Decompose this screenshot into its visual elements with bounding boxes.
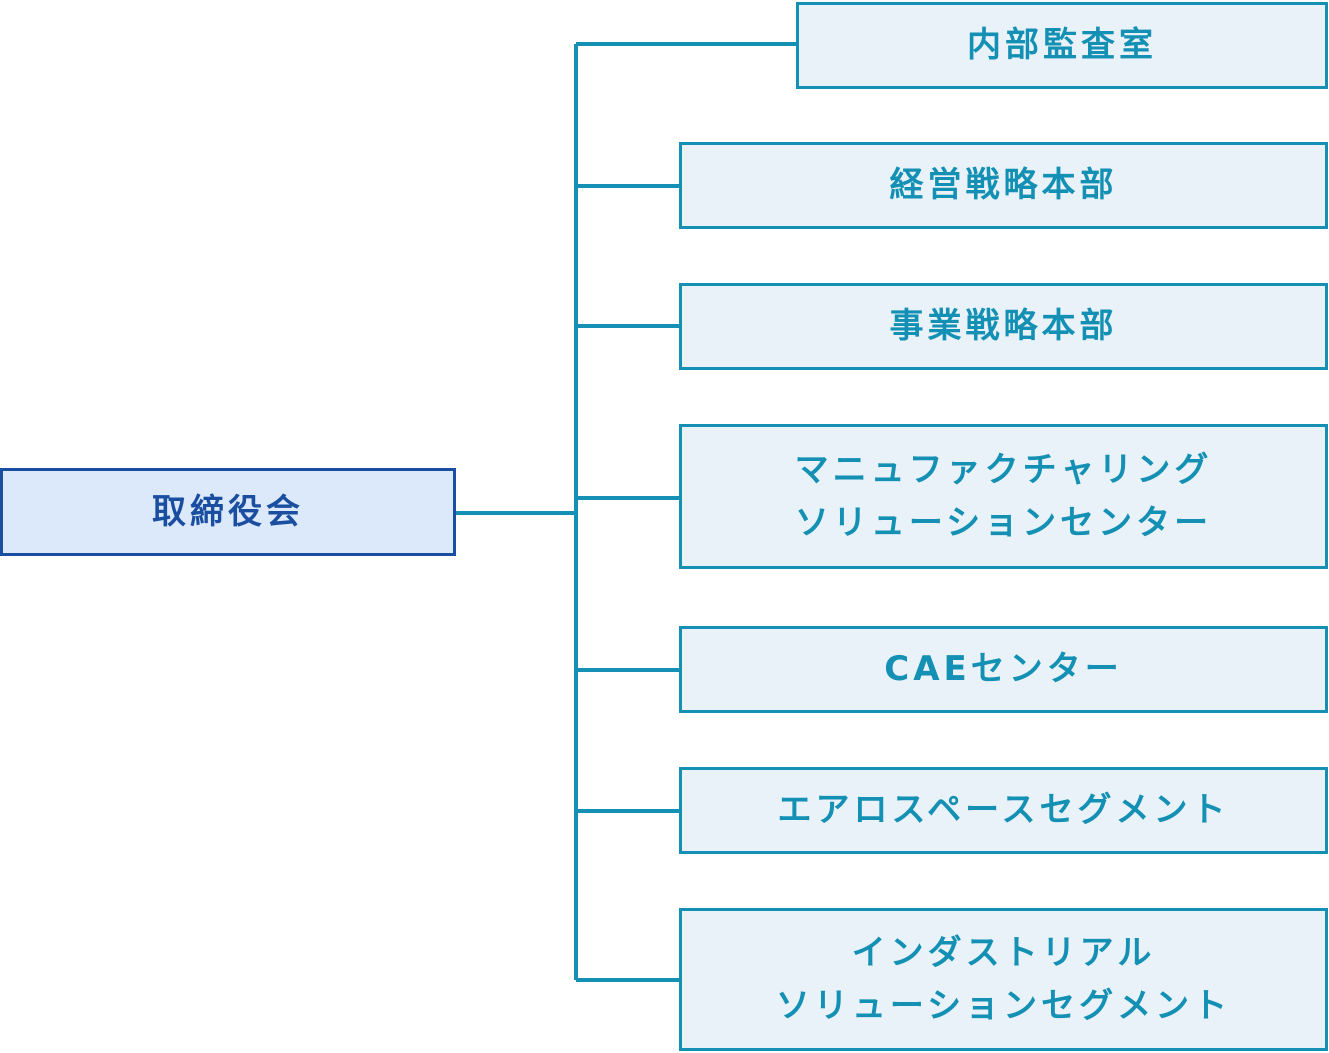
- industrial-solution-segment-label-line2: ソリューションセグメント: [775, 985, 1232, 1026]
- business-strategy-label: 事業戦略本部: [889, 306, 1118, 347]
- internal-audit-box: 内部監査室: [796, 2, 1328, 89]
- business-strategy-box: 事業戦略本部: [679, 283, 1328, 370]
- board-of-directors-label: 取締役会: [152, 491, 304, 532]
- aerospace-segment-label: エアロスペースセグメント: [777, 790, 1230, 831]
- board-of-directors-box: 取締役会: [0, 468, 456, 556]
- cae-center-label: CAEセンター: [884, 649, 1123, 690]
- manufacturing-solution-center-label-line2: ソリューションセンター: [794, 502, 1213, 543]
- industrial-solution-segment-box: インダストリアル ソリューションセグメント: [679, 908, 1328, 1051]
- cae-center-box: CAEセンター: [679, 626, 1328, 713]
- industrial-solution-segment-label-line1: インダストリアル: [851, 932, 1156, 973]
- internal-audit-label: 内部監査室: [967, 25, 1157, 66]
- management-strategy-label: 経営戦略本部: [889, 165, 1118, 206]
- aerospace-segment-box: エアロスペースセグメント: [679, 767, 1328, 854]
- management-strategy-box: 経営戦略本部: [679, 142, 1328, 229]
- manufacturing-solution-center-box: マニュファクチャリング ソリューションセンター: [679, 424, 1328, 569]
- manufacturing-solution-center-label-line1: マニュファクチャリング: [794, 449, 1213, 490]
